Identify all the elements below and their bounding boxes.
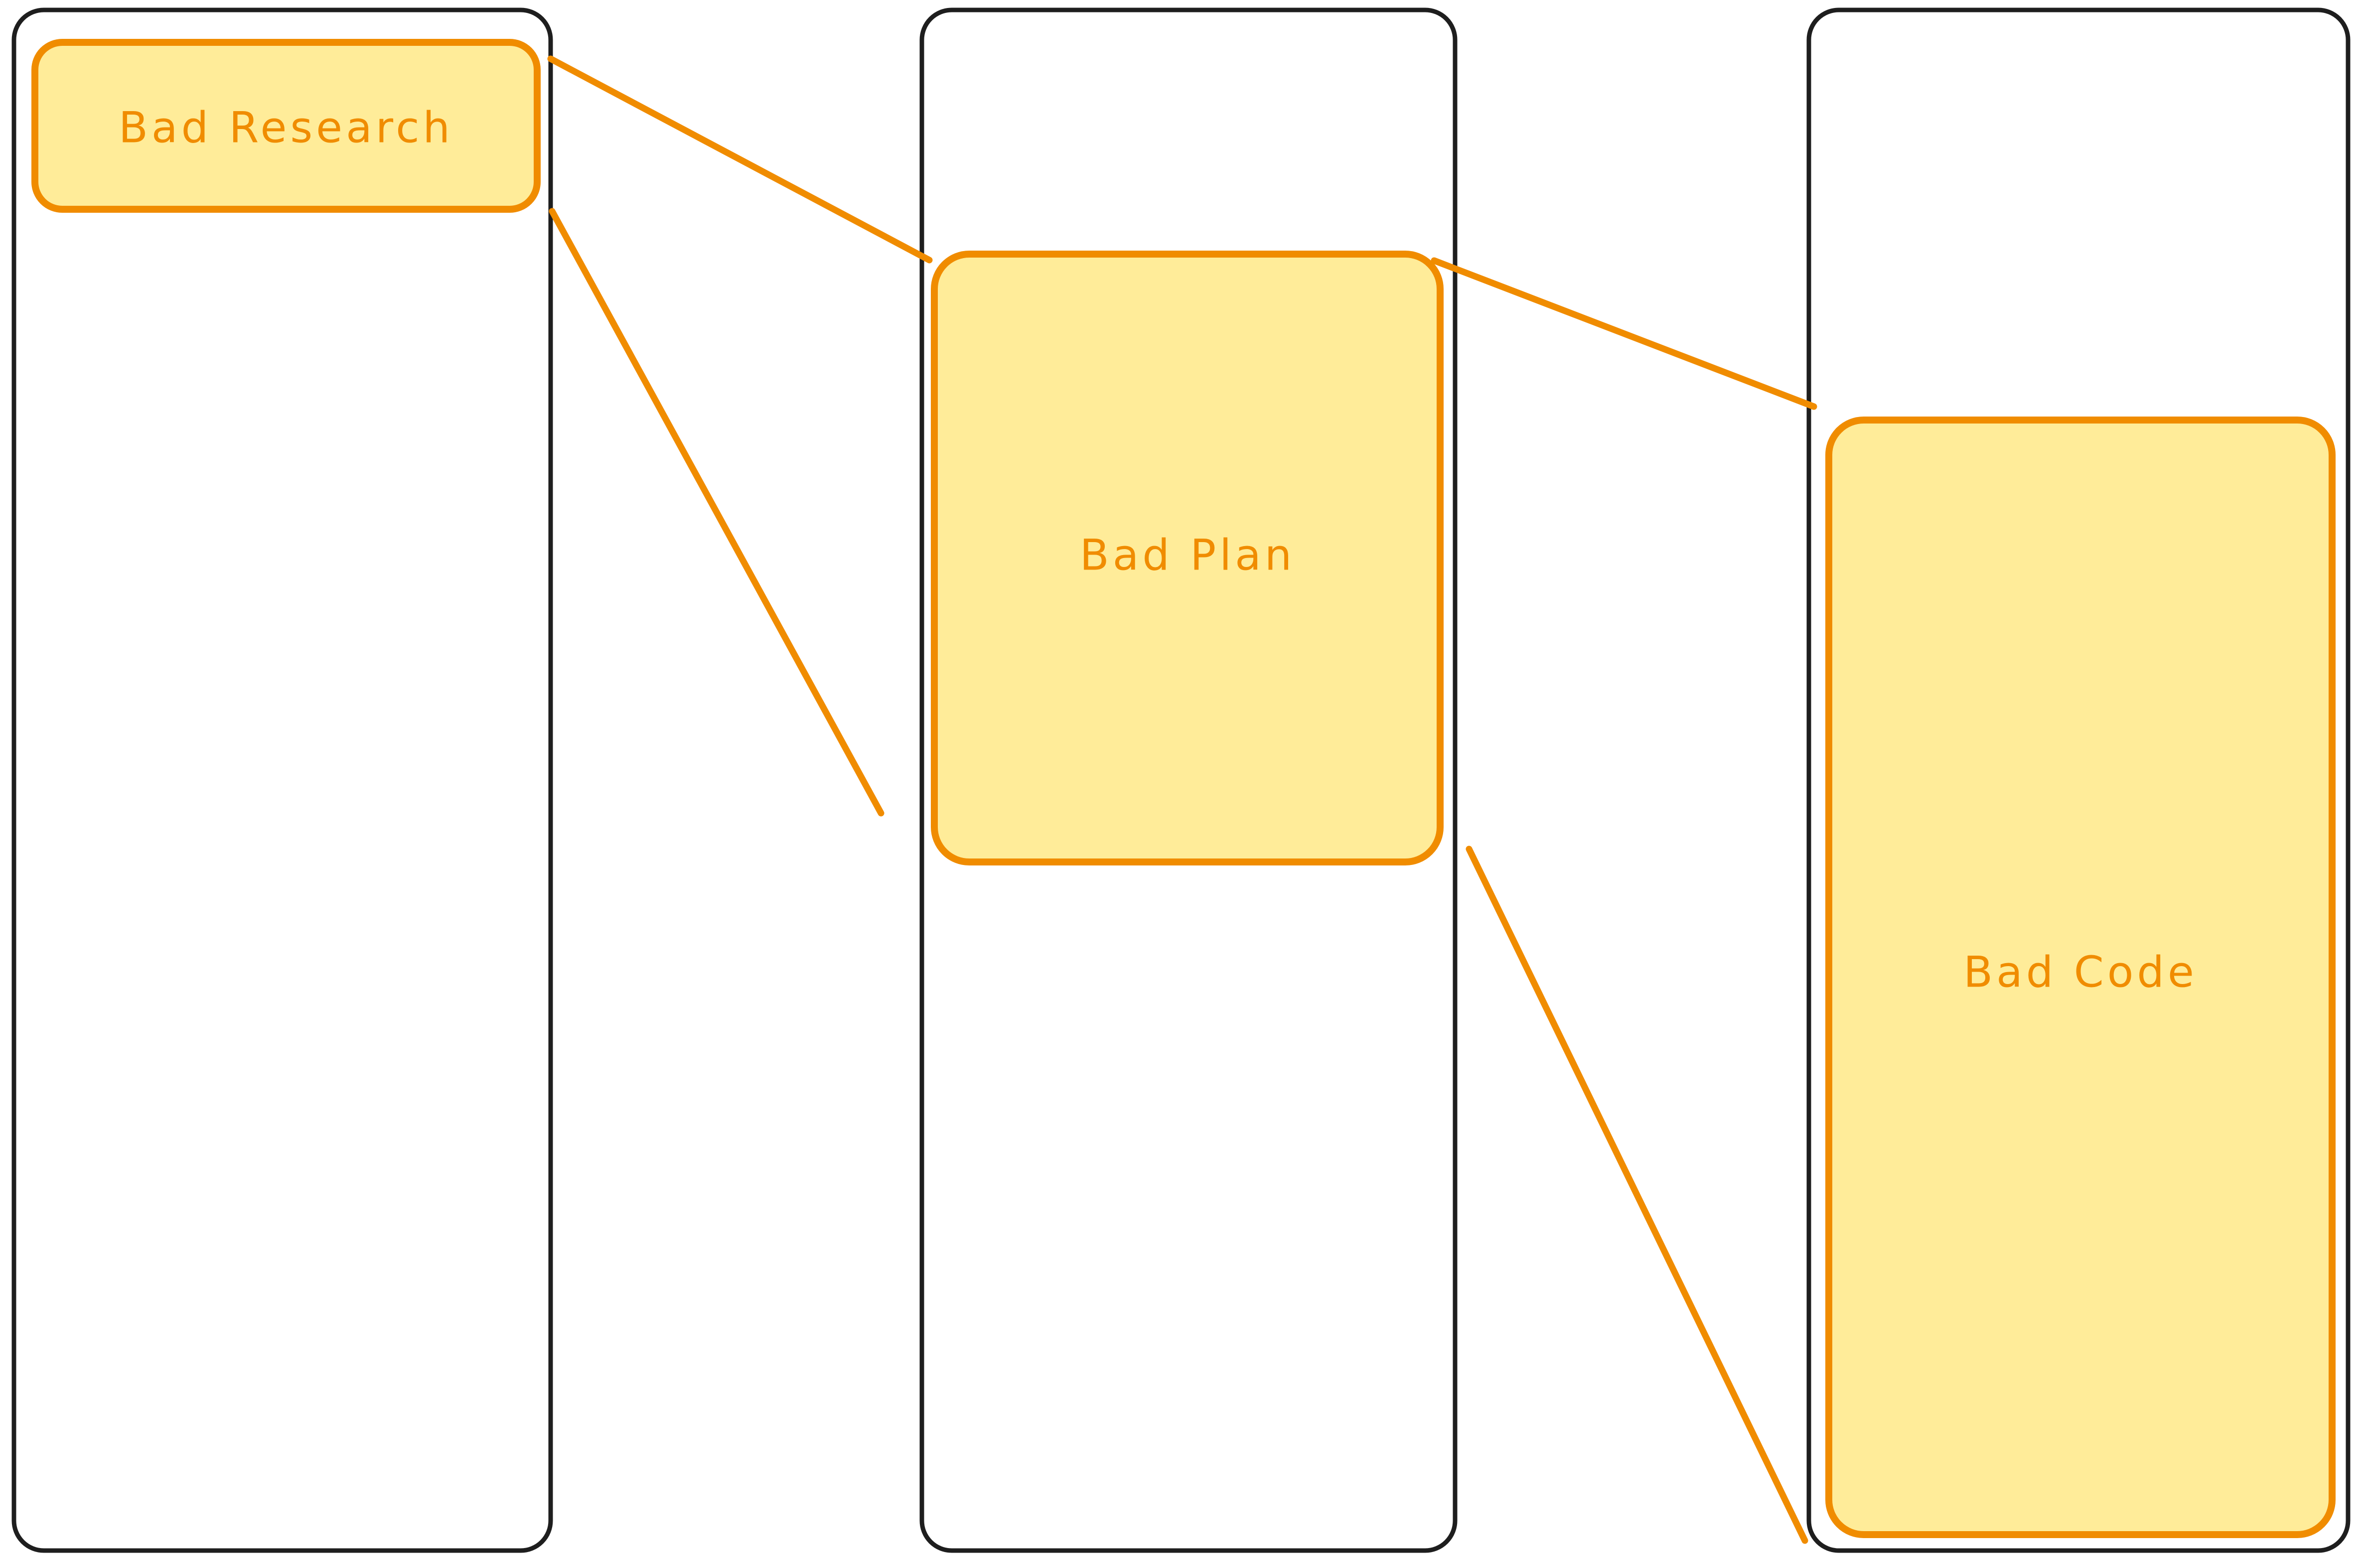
box-bad-code-label: Bad Code bbox=[1963, 947, 2198, 997]
box-bad-code-shape[interactable] bbox=[1825, 417, 2336, 1538]
box-bad-code[interactable]: Bad Code bbox=[1825, 417, 2336, 1538]
connector-group bbox=[547, 55, 1817, 1544]
connector-research-to-plan-bottom[interactable] bbox=[549, 208, 885, 817]
panel-1-outline[interactable] bbox=[11, 7, 553, 1553]
connector-research-to-plan-top[interactable] bbox=[547, 55, 933, 264]
box-bad-plan[interactable]: Bad Plan bbox=[931, 251, 1444, 865]
box-bad-research[interactable]: Bad Research bbox=[31, 39, 541, 213]
connector-plan-to-code-bottom[interactable] bbox=[1466, 846, 1808, 1544]
connector-plan-to-code-top[interactable] bbox=[1431, 257, 1817, 410]
task-box-group: Bad Research Bad Plan Bad Code bbox=[31, 39, 2336, 1538]
box-bad-research-shape[interactable] bbox=[31, 39, 541, 213]
box-bad-research-label: Bad Research bbox=[119, 103, 453, 152]
box-bad-plan-label: Bad Plan bbox=[1080, 530, 1296, 580]
box-bad-plan-shape[interactable] bbox=[931, 251, 1444, 865]
